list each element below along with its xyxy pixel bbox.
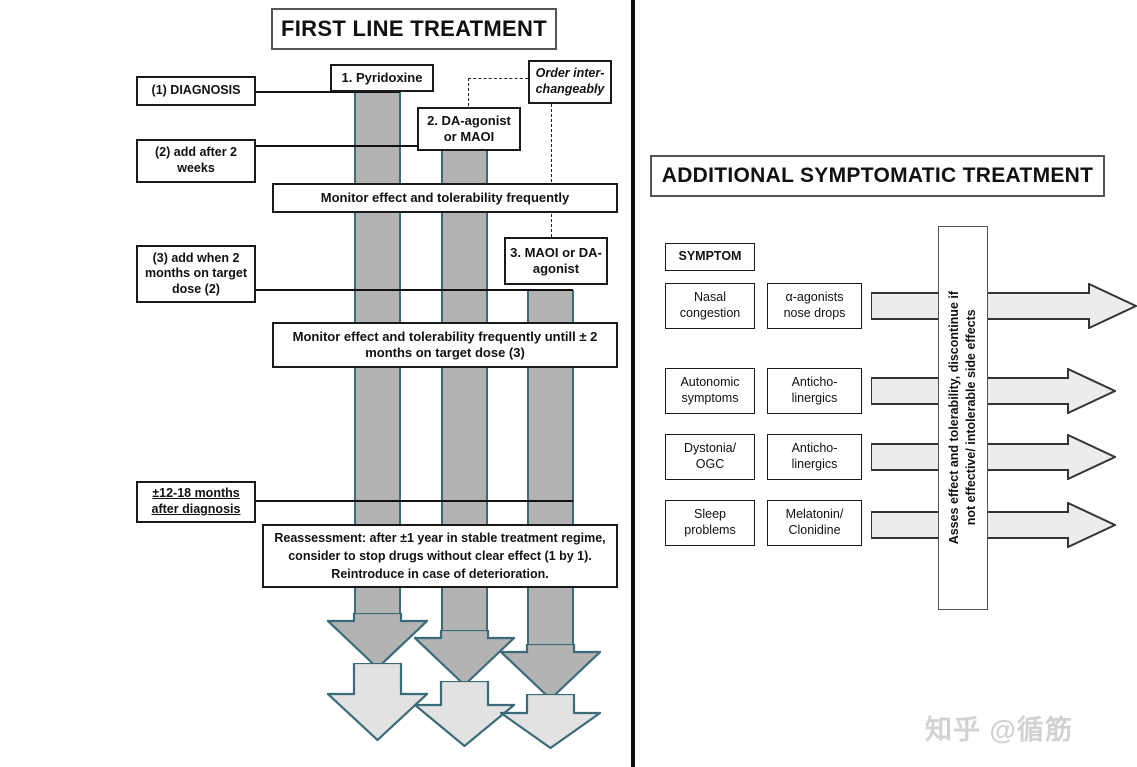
symptom-box-3: Dystonia/ OGC — [665, 434, 755, 480]
monitor-box-2: Monitor effect and tolerability frequent… — [272, 322, 618, 368]
drug-box-3-maoi-da-agonist: 3. MAOI or DA-agonist — [504, 237, 608, 285]
step-label-diagnosis: (1) DIAGNOSIS — [136, 76, 256, 106]
treatment-box-1: α-agonists nose drops — [767, 283, 862, 329]
connector-add-after-2-weeks — [255, 145, 487, 147]
treatment-box-3: Anticho-linergics — [767, 434, 862, 480]
connector-diagnosis — [255, 91, 400, 93]
step-label-12-18-months: ±12-18 months after diagnosis — [136, 481, 256, 523]
note-order-interchangeably-text: Order inter-changeably — [535, 66, 605, 96]
treatment-column-3-tail-arrow — [500, 694, 601, 749]
step-label-add-after-2-weeks: (2) add after 2 weeks — [136, 139, 256, 183]
step-label-12-18-months-text: ±12-18 months after diagnosis — [151, 486, 241, 516]
asses-effect-tolerability-text: Asses effect and tolerability, discontin… — [947, 291, 978, 545]
step-label-add-when-2-months: (3) add when 2 months on target dose (2) — [136, 245, 256, 303]
drug-box-2-da-agonist-maoi: 2. DA-agonist or MAOI — [417, 107, 521, 151]
symptom-header-box: SYMPTOM — [665, 243, 755, 271]
treatment-column-3-arrowhead — [500, 644, 601, 700]
treatment-box-4: Melatonin/ Clonidine — [767, 500, 862, 546]
symptom-box-2: Autonomic symptoms — [665, 368, 755, 414]
dashed-connector-top — [468, 78, 528, 79]
panel-divider — [631, 0, 635, 767]
treatment-column-1-arrowhead — [327, 613, 428, 669]
note-order-interchangeably: Order inter-changeably — [528, 60, 612, 104]
treatment-box-2: Anticho-linergics — [767, 368, 862, 414]
treatment-column-2-arrowhead — [414, 630, 515, 686]
monitor-box-1: Monitor effect and tolerability frequent… — [272, 183, 618, 213]
dashed-connector-down-to-box3 — [551, 104, 552, 237]
symptom-arrow-row-4 — [871, 502, 1116, 548]
connector-add-when-2-months — [255, 289, 573, 291]
drug-box-1-pyridoxine: 1. Pyridoxine — [330, 64, 434, 92]
reassessment-box: Reassessment: after ±1 year in stable tr… — [262, 524, 618, 588]
dashed-connector-down-to-box2 — [468, 78, 469, 116]
symptom-arrow-row-3 — [871, 434, 1116, 480]
reassessment-line-2: consider to stop drugs without clear eff… — [288, 548, 592, 563]
first-line-treatment-title: FIRST LINE TREATMENT — [271, 8, 557, 50]
treatment-column-1-tail-arrow — [327, 663, 428, 741]
symptom-arrow-row-1 — [871, 283, 1137, 329]
reassessment-line-1: Reassessment: after ±1 year in stable tr… — [274, 530, 606, 545]
treatment-column-2-tail-arrow — [414, 681, 515, 747]
additional-symptomatic-treatment-title: ADDITIONAL SYMPTOMATIC TREATMENT — [650, 155, 1105, 197]
zhihu-watermark: 知乎 @循筋 — [925, 715, 1073, 745]
symptom-arrow-row-2 — [871, 368, 1116, 414]
asses-effect-tolerability-box: Asses effect and tolerability, discontin… — [938, 226, 988, 610]
symptom-box-1: Nasal congestion — [665, 283, 755, 329]
symptom-box-4: Sleep problems — [665, 500, 755, 546]
reassessment-line-3: Reintroduce in case of deterioration. — [331, 567, 549, 582]
connector-12-18-months — [255, 500, 573, 502]
